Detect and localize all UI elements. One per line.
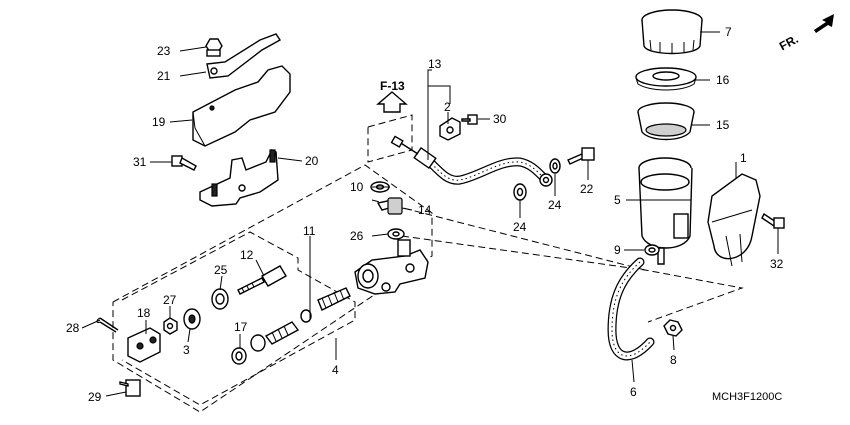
ref-arrow [376,91,408,113]
part-4-master-cylinder [354,239,429,295]
callout-20: 20 [305,154,319,168]
callout-17: 17 [234,320,248,334]
direction-arrow [814,14,834,33]
part-8-clip [663,319,683,337]
callout-15: 15 [716,118,730,132]
callout-6: 6 [630,385,637,399]
part-24-washer-b [513,183,527,201]
part-6-hose [607,257,655,361]
callout-1: 1 [740,151,747,165]
callout-18: 18 [137,306,151,320]
callout-24-b: 24 [513,220,527,234]
part-32-bolt [761,212,785,229]
callout-19: 19 [152,115,166,129]
callout-2: 2 [444,100,451,114]
part-19-cover [192,65,291,147]
part-2-clamp [439,117,461,141]
part-28-cotter-pin [96,317,119,333]
part-13-hose [390,135,553,187]
part-16-plate [635,67,697,91]
part-26-washer [387,228,405,240]
callout-31: 31 [133,155,147,169]
callout-32: 32 [770,257,784,271]
part-9-clip [644,244,660,256]
callout-13: 13 [428,57,442,71]
part-24-washer-a [549,158,561,174]
callout-7: 7 [725,25,732,39]
part-11-spring [317,287,351,311]
part-18-clevis [127,327,161,363]
callout-10: 10 [350,180,364,194]
part-14-banjo-bolt [376,197,403,215]
direction-label: FR. [777,32,801,53]
callout-30: 30 [493,112,507,126]
callout-29: 29 [88,390,102,404]
part-29-pin [119,379,141,397]
part-17-circlip [231,347,247,365]
part-3-joint [183,308,201,330]
callout-21: 21 [157,69,171,83]
part-23-nut [205,38,223,57]
part-5-reservoir [638,157,693,265]
callout-25: 25 [214,263,228,277]
callout-5: 5 [614,193,621,207]
callout-23: 23 [157,44,171,58]
part-15-diaphragm [637,102,695,141]
callout-12: 12 [240,248,254,262]
callout-9: 9 [614,243,621,257]
ref-label: F-13 [380,79,405,93]
part-7-reservoir-cap [641,9,703,55]
callout-28: 28 [66,321,80,335]
part-31-bolt [171,155,197,171]
part-1-reservoir-cover [707,173,761,267]
callout-11: 11 [303,224,316,238]
leader-lines [81,31,779,397]
callout-14: 14 [418,203,432,217]
part-12-push-rod [237,265,287,295]
part-20-bracket [199,149,279,207]
diagram-code: MCH3F1200C [712,391,782,403]
callout-24-a: 24 [548,198,562,212]
part-25-boot [211,288,229,310]
callout-22: 22 [580,182,594,196]
callout-8: 8 [670,353,677,367]
callout-16: 16 [716,73,730,87]
part-30-bolt [461,114,478,125]
part-21-bracket [206,33,282,79]
callout-4: 4 [332,363,339,377]
part-11-piston [250,309,312,352]
callout-26: 26 [350,229,364,243]
callout-27: 27 [163,293,177,307]
callout-3: 3 [183,343,190,357]
part-27-nut [163,317,178,335]
part-22-bolt [567,147,595,165]
